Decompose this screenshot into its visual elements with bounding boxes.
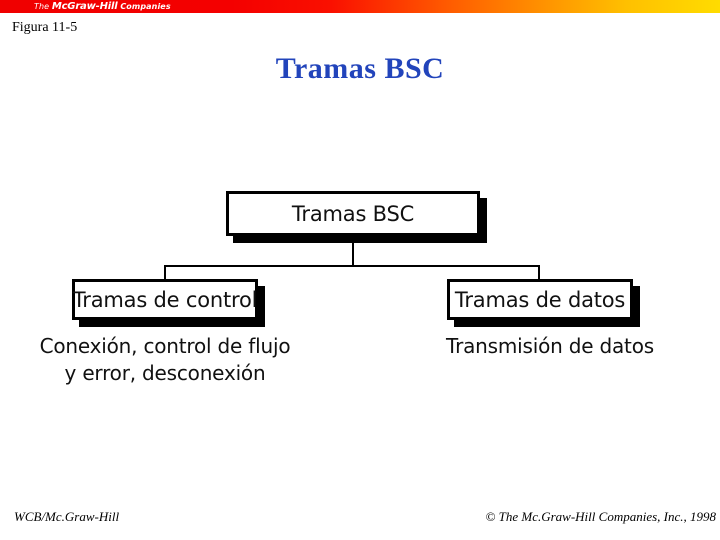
connector-drop-right xyxy=(538,265,540,280)
node-tramas-bsc[interactable]: Tramas BSC xyxy=(226,191,480,236)
caption-control-line2: y error, desconexión xyxy=(64,361,266,385)
caption-control-line1: Conexión, control de flujo xyxy=(39,334,291,358)
node-tramas-de-control-label: Tramas de control xyxy=(72,287,258,312)
brand-name: McGraw-Hill xyxy=(51,1,118,12)
node-tramas-bsc-label: Tramas BSC xyxy=(291,201,415,226)
node-tramas-de-datos-label: Tramas de datos xyxy=(454,287,626,312)
caption-tramas-de-datos: Transmisión de datos xyxy=(400,333,700,360)
node-tramas-de-control[interactable]: Tramas de control xyxy=(72,279,258,320)
caption-tramas-de-control: Conexión, control de flujo y error, desc… xyxy=(15,333,315,387)
caption-datos-line1: Transmisión de datos xyxy=(446,334,654,358)
node-tramas-de-datos[interactable]: Tramas de datos xyxy=(447,279,633,320)
footer-publisher: WCB/Mc.Graw-Hill xyxy=(14,509,120,524)
mcgraw-hill-brand-banner: The McGraw-Hill Companies xyxy=(0,0,720,13)
connector-root-stem xyxy=(352,236,354,266)
footer-copyright: © The Mc.Graw-Hill Companies, Inc., 1998 xyxy=(485,509,717,524)
connector-drop-left xyxy=(164,265,166,280)
figure-label: Figura 11-5 xyxy=(12,20,78,35)
brand-prefix: The xyxy=(34,2,52,11)
page-title: Tramas BSC xyxy=(275,52,445,85)
mcgraw-hill-logo: The McGraw-Hill Companies xyxy=(34,0,171,13)
brand-suffix: Companies xyxy=(117,2,171,11)
connector-horizontal-bar xyxy=(164,265,540,267)
